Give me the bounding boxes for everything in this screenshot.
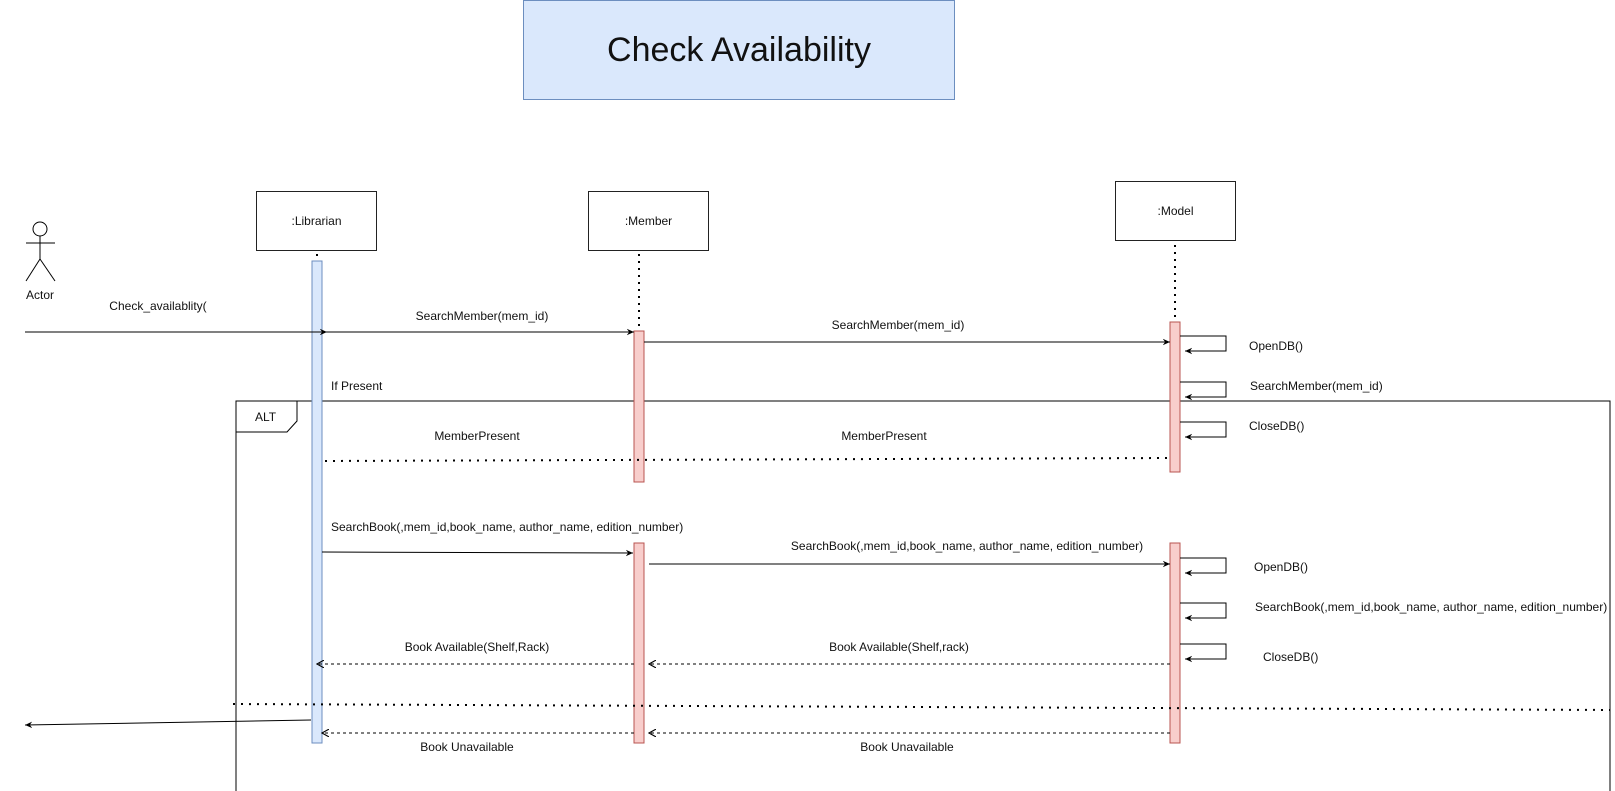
self-call-close-db-2-label: CloseDB() [1263,650,1319,664]
msg-search-book-1-label: SearchBook(,mem_id,book_name, author_nam… [331,520,684,534]
diagram-title-box: Check Availability [523,0,955,100]
alt-guard-label: If Present [331,379,383,393]
msg-search-member-1-label: SearchMember(mem_id) [415,309,549,323]
self-call-close-db-1-label: CloseDB() [1249,419,1305,433]
self-call-search-book-arrow [1180,602,1227,622]
lifeline-model-label: :Model [1157,204,1194,218]
msg-book-unavailable-1-label: Book Unavailable [420,740,514,754]
lifeline-member-label: :Member [624,214,673,228]
msg-book-unavailable-2-label: Book Unavailable [860,740,954,754]
msg-member-present-2-label: MemberPresent [841,429,927,443]
self-call-search-member-label: SearchMember(mem_id) [1250,379,1383,393]
self-call-search-member-arrow [1180,381,1227,401]
model-activation-1 [1169,321,1181,473]
librarian-activation [311,260,323,744]
alt-fragment-frame [235,400,1611,791]
actor-label: Actor [25,288,55,302]
lifeline-librarian: :Librarian [256,191,377,251]
self-call-close-db-1-arrow [1180,421,1227,441]
msg-book-available-2-label: Book Available(Shelf,rack) [829,640,969,654]
msg-check-availability-label: Check_availablity( [109,299,207,313]
msg-member-present-return [324,457,1168,462]
alt-operator-label: ALT [255,410,277,424]
self-call-open-db-1-arrow [1180,335,1227,355]
msg-search-book-2-label: SearchBook(,mem_id,book_name, author_nam… [790,539,1144,553]
msg-search-book-1-arrow [321,549,634,557]
msg-return-to-actor-arrow [24,719,312,729]
self-call-open-db-1-label: OpenDB() [1249,339,1304,353]
member-activation-2 [633,542,645,744]
alt-fragment-tag [235,400,298,433]
self-call-open-db-2-label: OpenDB() [1254,560,1309,574]
msg-member-present-1-label: MemberPresent [434,429,520,443]
self-call-search-book-label: SearchBook(,mem_id,book_name, author_nam… [1255,600,1608,614]
alt-operand-separator [232,703,1611,711]
member-activation-1 [633,330,645,483]
model-activation-2 [1169,542,1181,744]
actor-figure [25,221,56,282]
self-call-open-db-2-arrow [1180,557,1227,577]
msg-book-available-1-label: Book Available(Shelf,Rack) [404,640,550,654]
lifeline-model: :Model [1115,181,1236,241]
lifeline-librarian-label: :Librarian [291,214,342,228]
diagram-title: Check Availability [607,30,871,69]
self-call-close-db-2-arrow [1180,643,1227,663]
msg-search-member-2-label: SearchMember(mem_id) [831,318,965,332]
lifeline-member: :Member [588,191,709,251]
